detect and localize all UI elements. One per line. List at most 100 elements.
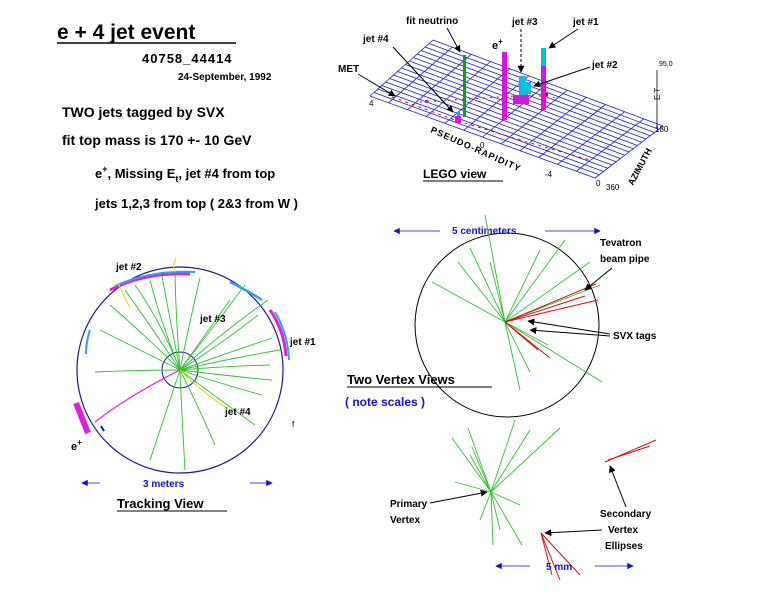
beam-pipe-arrow (584, 267, 613, 291)
vertex-views-subtitle: ( note scales ) (345, 395, 425, 409)
tracking-cal-jet3 (229, 280, 263, 302)
vertex-cm-tagged-track (504, 295, 586, 323)
primary-vertex-label-2: Vertex (390, 515, 420, 526)
vertex-cm-track (504, 261, 591, 323)
tracking-track (109, 304, 181, 371)
vertex-mm-secondary (540, 439, 657, 581)
vertex-views-title: Two Vertex Views (347, 372, 455, 387)
lego-tower-jet3 (519, 76, 526, 98)
vertex-mm-scale-label: 5 mm (546, 562, 572, 573)
tracking-small-mark: f (292, 420, 295, 429)
tracking-yellow-2 (173, 257, 177, 273)
tracking-tracks (94, 274, 281, 471)
lego-view: fit neutrino jet #3 jet #1 jet #4 e+ jet… (338, 16, 673, 192)
tracking-track (179, 369, 186, 471)
event-date: 24-September, 1992 (178, 72, 272, 83)
tracking-track (179, 314, 259, 371)
vertex-view-cm: 5 centimeters Tevatron beam pipe SVX tag… (345, 214, 657, 418)
svx-tags-label: SVX tags (613, 331, 657, 342)
tracking-label-electron: e+ (71, 438, 82, 453)
lego-grid-line (373, 92, 600, 176)
lego-tower-small2 (545, 93, 548, 96)
lego-grid-line (405, 64, 634, 150)
vertex-cm-track (469, 247, 506, 323)
tracking-cal-jet1b (274, 311, 290, 361)
tracking-track (179, 337, 273, 371)
tracking-label-jet4: jet #4 (224, 407, 251, 418)
lego-label-jet3: jet #3 (511, 17, 538, 28)
tracking-track (179, 349, 281, 371)
vertex-cm-track (504, 249, 541, 323)
lego-axis-eta-right: -4 (545, 170, 553, 179)
lego-tower-electron (502, 52, 507, 120)
vertex-mm-track (490, 491, 523, 546)
primary-vertex-arrow (429, 489, 488, 504)
summary-met-b: , jet #4 from top (178, 166, 275, 181)
summary-met-sub: t (175, 174, 178, 184)
beam-pipe-label-2: beam pipe (600, 254, 650, 265)
lego-tower-jet3-base (513, 95, 529, 104)
vertex-view-mm: Primary Vertex Secondary Vertex Ellipses… (390, 419, 657, 581)
event-title: e + 4 jet event (57, 21, 195, 44)
tracking-label-jet3: jet #3 (199, 314, 226, 325)
lego-met-band-2 (419, 94, 561, 103)
tracking-track (124, 289, 181, 371)
secondary-vertex-label-2: Vertex (608, 525, 638, 536)
tracking-track (179, 284, 246, 371)
vertex-mm-track (471, 446, 492, 493)
lego-grid-line (381, 85, 608, 169)
secondary-vertex-label-3: Ellipses (605, 541, 643, 552)
summary-hadronic-top: jets 1,2,3 from top ( 2&3 from W ) (94, 196, 298, 211)
beam-pipe-label-1: Tevatron (600, 238, 642, 249)
lego-grid-line (421, 50, 651, 137)
summary-e-sup: + (102, 164, 107, 174)
lego-axis-phi-end: 360 (606, 183, 620, 192)
lego-grid-line (401, 67, 630, 153)
lego-axis-et-max: 95.0 (659, 61, 673, 68)
summary-met-a: , Missing E (108, 166, 176, 181)
vertex-mm-track (467, 427, 492, 493)
tracking-view: jet #2 jet #3 jet #1 jet #4 e+ f 3 meter… (71, 257, 316, 512)
lego-grid-line (397, 71, 625, 156)
vertex-cm-tagged-track (504, 321, 539, 351)
lego-arrow-jet4 (392, 46, 454, 113)
lego-tower-jet2 (526, 82, 531, 94)
tracking-track (179, 369, 256, 426)
vertex-mm-track (490, 419, 516, 493)
lego-grid-line (389, 78, 617, 163)
lego-tower-jet4 (455, 116, 461, 123)
beam-pipe-circle (414, 232, 600, 418)
secondary-vertex-track (540, 532, 553, 576)
lego-caption: LEGO view (423, 167, 487, 181)
vertex-mm-track (454, 481, 492, 493)
tracking-track (174, 274, 181, 371)
vertex-cm-track (504, 321, 521, 391)
vertex-cm-track (457, 261, 506, 323)
summary-top-mass: fit top mass is 170 +- 10 GeV (62, 132, 252, 148)
lego-grid (369, 39, 664, 179)
lego-axis-eta-left: 4 (369, 99, 374, 108)
tracking-electron-cluster (73, 401, 91, 435)
run-event-number: 40758_44414 (142, 51, 233, 66)
tracking-track (179, 364, 271, 371)
tracking-track (179, 299, 269, 371)
vertex-cm-track (504, 321, 603, 383)
vertex-cm-tagged-track (504, 299, 599, 323)
lego-grid-line (432, 39, 664, 127)
tracking-outer-circle (76, 266, 284, 474)
secondary-vertex-arrow-left (544, 529, 603, 537)
tracking-track (99, 329, 181, 371)
tracking-electron-track (94, 369, 181, 423)
secondary-vertex-track (540, 532, 561, 581)
lego-label-jet2: jet #2 (591, 60, 618, 71)
lego-tower-jet1-top (541, 48, 546, 66)
vertex-mm-track (490, 491, 494, 546)
secondary-vertex-label-1: Secondary (600, 509, 652, 520)
tracking-track (179, 369, 263, 396)
lego-label-met: MET (338, 64, 359, 75)
vertex-mm-track (490, 427, 561, 493)
lego-grid-line (417, 53, 647, 140)
tracking-caption: Tracking View (117, 496, 204, 511)
summary-leptonic-top: e+, Missing Et, jet #4 from top (95, 164, 275, 184)
